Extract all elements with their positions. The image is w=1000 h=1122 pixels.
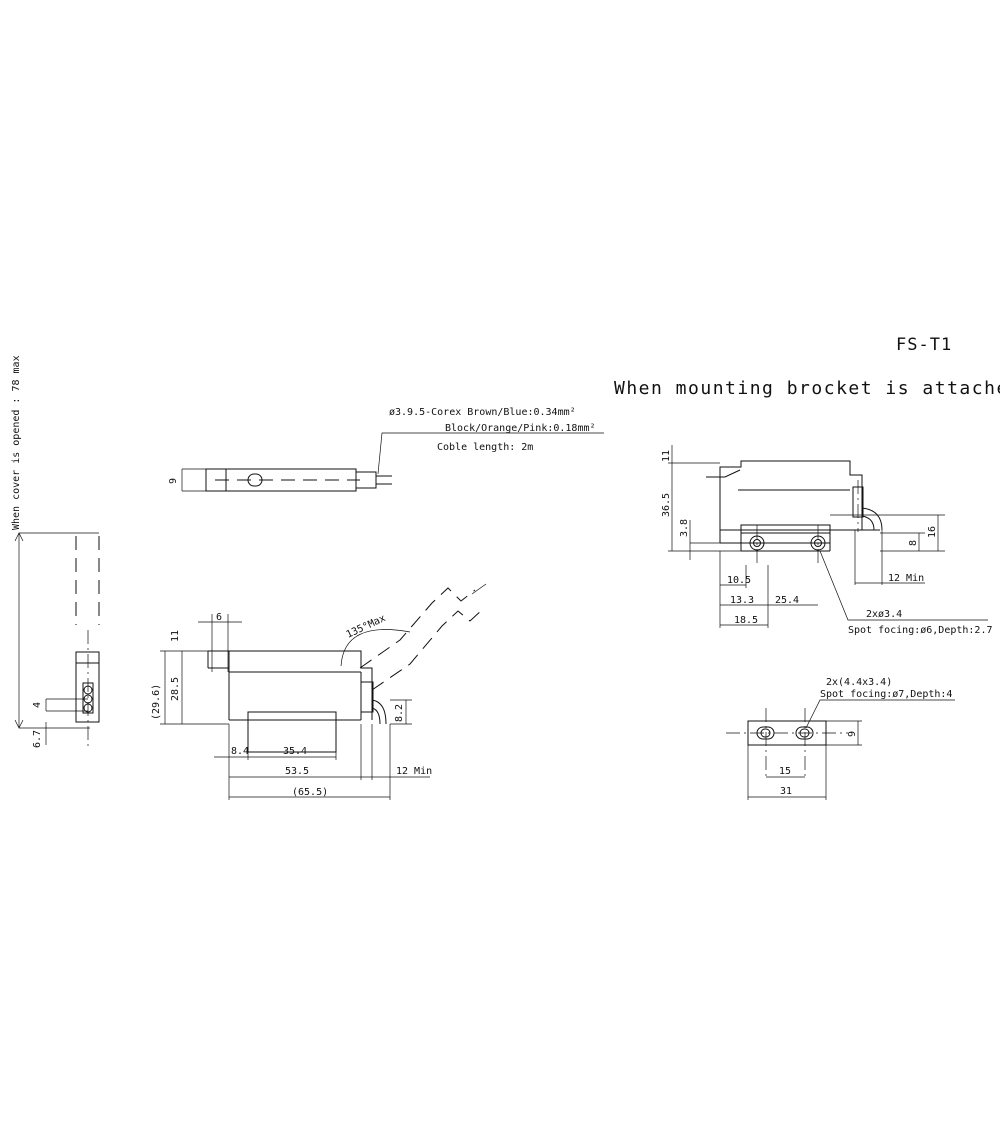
bracket-dim-10-5: 10.5	[727, 575, 751, 586]
side-dim-29-6: (29.6)	[151, 684, 162, 720]
hole-note1: 2x(4.4x3.4)	[826, 677, 892, 688]
hole-note2: Spot focing:ø7,Depth:4	[820, 689, 952, 700]
side-dim-65-5: (65.5)	[292, 787, 328, 798]
side-view: 6 (29.6) 28.5 11 8.2 135°Max	[151, 583, 487, 800]
side-dim-8-4: 8.4	[231, 746, 249, 757]
side-dim-53-5: 53.5	[285, 766, 309, 777]
cable-spec-line2: Block/Orange/Pink:0.18mm²	[445, 423, 596, 434]
top-view: 9	[168, 432, 604, 492]
hole-dim-9: 9	[847, 731, 858, 737]
hole-dim-15: 15	[779, 766, 791, 777]
side-dim-35-4: 35.4	[283, 746, 307, 757]
bracket-dim-13-3: 13.3	[730, 595, 754, 606]
bracket-view: 11 36.5 3.8 12 Min 8	[661, 445, 993, 636]
cover-open-view: When cover is opened : 78 max 4 6.7	[11, 355, 100, 748]
hole-dim-31: 31	[780, 786, 792, 797]
bracket-dim-36-5: 36.5	[661, 493, 672, 517]
bracket-dim-25-4: 25.4	[775, 595, 799, 606]
bracket-hole-note1: 2xø3.4	[866, 609, 902, 620]
side-dim-8-2: 8.2	[394, 704, 405, 722]
bracket-subtitle: When mounting brocket is attached	[614, 378, 1000, 399]
bracket-dim-12-min: 12 Min	[888, 573, 924, 584]
end-dim-6-7: 6.7	[32, 730, 43, 748]
bracket-dim-18-5: 18.5	[734, 615, 758, 626]
end-dim-4: 4	[32, 702, 43, 708]
cover-open-note: When cover is opened : 78 max	[11, 355, 22, 530]
bracket-dim-3-8: 3.8	[679, 519, 690, 537]
cable-length: Coble length: 2m	[437, 442, 533, 453]
side-dim-28-5: 28.5	[170, 677, 181, 701]
cable-spec-line1: ø3.9.5-Corex Brown/Blue:0.34mm²	[389, 407, 576, 418]
bracket-hole-view: 9 15 31 2x(4.4x3.4) Spot focing:ø7,Depth…	[726, 677, 955, 800]
top-dim-9: 9	[168, 478, 179, 484]
model-label: FS-T1	[896, 335, 952, 355]
bracket-dim-16: 16	[927, 526, 938, 538]
bracket-hole-note2: Spot focing:ø6,Depth:2.7	[848, 625, 993, 636]
bracket-dim-11: 11	[661, 450, 672, 462]
side-dim-6: 6	[216, 612, 222, 623]
bracket-dim-8: 8	[908, 540, 919, 546]
cover-angle: 135°Max	[345, 613, 388, 641]
side-dim-11: 11	[170, 630, 181, 642]
side-dim-12-min: 12 Min	[396, 766, 432, 777]
